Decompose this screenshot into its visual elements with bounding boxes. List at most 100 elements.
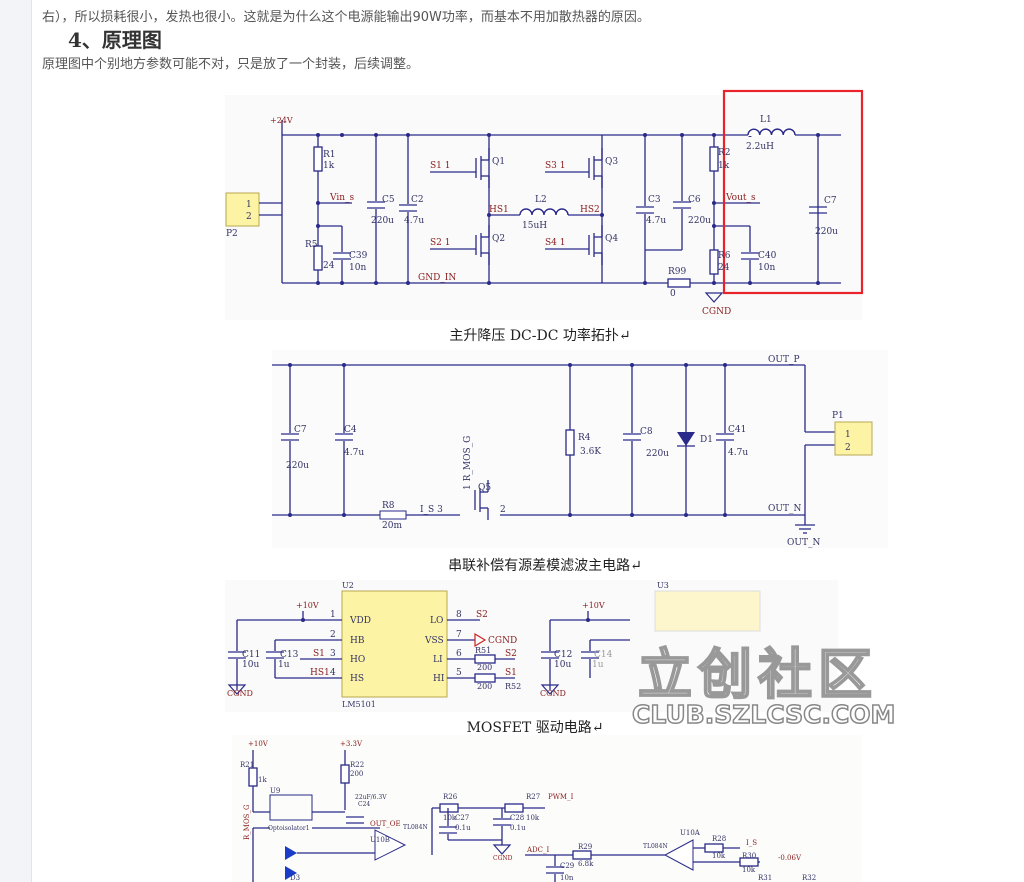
cap-gap bbox=[716, 433, 734, 441]
schematic-label-c7: C7 bbox=[824, 196, 837, 206]
schematic-label-outn2: OUT_N bbox=[787, 538, 820, 548]
schematic-label-r51: R51 bbox=[475, 646, 491, 655]
schematic-label-n4: 4 bbox=[330, 668, 336, 678]
schematic-label-c28: C28 bbox=[510, 814, 524, 822]
resistor-symbol bbox=[709, 146, 719, 172]
schematic-label-c11: C11 bbox=[242, 650, 260, 660]
schematic-label-r5: R5 bbox=[305, 240, 318, 250]
schematic-label-lm: LM5101 bbox=[342, 700, 376, 709]
schematic-label-v10: +10V bbox=[248, 740, 269, 748]
schematic-label-vouts: Vout_s bbox=[725, 193, 756, 203]
junction-dot bbox=[406, 133, 410, 137]
resistor-symbol bbox=[572, 850, 592, 860]
watermark-url: CLUB.SZLCSC.COM bbox=[631, 699, 896, 730]
figure-caption-3: MOSFET 驱动电路↵ bbox=[466, 720, 604, 736]
schematic-label-vdd: VDD bbox=[349, 616, 371, 626]
schematic-label-s2o: S2 bbox=[476, 610, 488, 620]
schematic-label-p1a: 1 bbox=[845, 430, 851, 440]
schematic-label-s2: S2 1 bbox=[430, 238, 450, 248]
cap-gap bbox=[741, 252, 759, 260]
figure-caption-2: 串联补偿有源差模滤波主电路↵ bbox=[448, 558, 642, 574]
schematic-label-c2v: 4.7u bbox=[404, 216, 424, 226]
schematic-label-cgndv: CGND bbox=[488, 636, 517, 646]
cap-gap bbox=[266, 651, 284, 659]
schematic-label-v33: +3.3V bbox=[340, 740, 363, 748]
schematic-label-is: I_S bbox=[746, 839, 757, 847]
schematic-label-hs: HS bbox=[350, 674, 364, 684]
junction-dot bbox=[723, 363, 727, 367]
chip-u3 bbox=[654, 590, 761, 632]
schematic-label-r2v: 1k bbox=[718, 161, 730, 171]
schematic-label-cgnd: CGND bbox=[227, 689, 253, 698]
schematic-label-cgnd2: CGND bbox=[540, 689, 566, 698]
schematic-label-r29v: 6.8k bbox=[578, 860, 594, 868]
schematic-label-l1v: 2.2uH bbox=[746, 142, 774, 152]
schematic-label-r8: R8 bbox=[382, 501, 395, 511]
schematic-label-r21: R21 bbox=[240, 761, 254, 769]
junction-dot bbox=[684, 363, 688, 367]
schematic-label-n5: 5 bbox=[456, 668, 462, 678]
resistor-symbol bbox=[709, 249, 719, 275]
ground-icon bbox=[704, 292, 724, 303]
schematic-label-r32: R32 bbox=[802, 874, 816, 882]
ground-icon bbox=[540, 684, 560, 695]
schematic-label-vneg: -0.06V bbox=[778, 854, 802, 862]
chip-u2 bbox=[341, 590, 448, 698]
schematic-label-c4v: 4.7u bbox=[344, 448, 364, 458]
resistor-symbol bbox=[340, 764, 350, 784]
schematic-label-cgnd: CGND bbox=[493, 855, 513, 862]
resistor-symbol bbox=[379, 510, 407, 520]
schematic-label-c40v: 10n bbox=[758, 263, 775, 273]
inductor-symbol bbox=[747, 128, 796, 136]
schematic-label-u10a: U10A bbox=[680, 829, 701, 837]
schematic-label-r21v: 1k bbox=[258, 776, 267, 784]
schematic-label-q5: Q5 bbox=[478, 483, 491, 493]
schematic-label-v10: +10V bbox=[296, 601, 319, 610]
schematic-label-n8: 8 bbox=[456, 610, 462, 620]
inductor-symbol bbox=[519, 208, 569, 216]
cap-gap bbox=[581, 651, 599, 659]
schematic-label-r1v: 1k bbox=[323, 161, 335, 171]
schematic-label-c7: C7 bbox=[294, 425, 307, 435]
schematic-label-is: I_S 3 bbox=[420, 505, 443, 515]
resistor-symbol bbox=[504, 803, 524, 813]
schematic-label-r29: R29 bbox=[578, 843, 592, 851]
schematic-label-s1: S1 1 bbox=[430, 161, 450, 171]
schematic-label-r28v: 10k bbox=[712, 852, 726, 860]
schematic-label-pwm: PWM_I bbox=[548, 793, 574, 801]
schematic-label-hs2: HS2 bbox=[580, 205, 600, 215]
junction-dot bbox=[316, 281, 320, 285]
schematic-label-hi: HI bbox=[433, 674, 445, 684]
schematic-label-c4: C4 bbox=[344, 425, 357, 435]
ground-icon bbox=[492, 844, 512, 855]
schematic-label-c8: C8 bbox=[640, 427, 653, 437]
cap-gap bbox=[346, 816, 364, 824]
cap-gap bbox=[399, 204, 417, 212]
cap-gap bbox=[546, 866, 564, 874]
schematic-label-s1b: S1 bbox=[505, 668, 517, 678]
opamp-symbol bbox=[663, 839, 694, 871]
paragraph-text: 右），所以损耗很小，发热也很小。这就是为什么这个电源能输出90W功率，而基本不用… bbox=[42, 10, 650, 25]
schematic-label-q2: Q2 bbox=[492, 234, 505, 244]
schematic-label-c40: C40 bbox=[758, 251, 777, 261]
schematic-label-c41v: 4.7u bbox=[728, 448, 748, 458]
junction-dot bbox=[288, 363, 292, 367]
section-heading: 4、原理图 bbox=[68, 28, 162, 52]
schematic-label-r2: R2 bbox=[718, 148, 731, 158]
coil-gap bbox=[748, 128, 795, 136]
schematic-label-c14: C14 bbox=[594, 650, 613, 660]
schematic-label-r4v: 3.6K bbox=[580, 447, 601, 457]
resistor-symbol bbox=[565, 429, 575, 456]
junction-dot bbox=[630, 363, 634, 367]
schematic-label-c7v: 220u bbox=[815, 227, 838, 237]
cap-gap bbox=[623, 433, 641, 441]
schematic-label-c27v: 0.1u bbox=[455, 824, 471, 832]
junction-dot bbox=[406, 281, 410, 285]
schematic-label-r26: R26 bbox=[443, 793, 458, 801]
left-gutter bbox=[0, 0, 32, 882]
junction-dot bbox=[342, 513, 346, 517]
intro-text: 原理图中个别地方参数可能不对，只是放了一个封装，后续调整。 bbox=[42, 57, 420, 72]
connector-p2 bbox=[225, 192, 260, 227]
highlight-box bbox=[722, 89, 864, 295]
cap-gap bbox=[228, 651, 246, 659]
